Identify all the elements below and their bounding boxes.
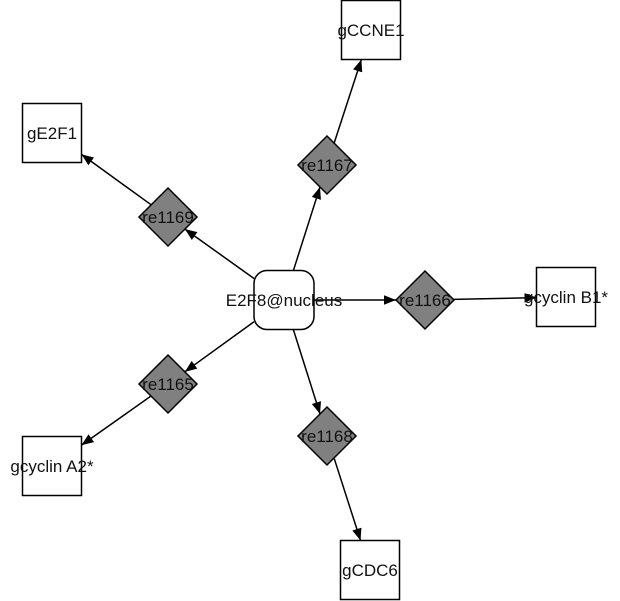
gene-box-shape <box>21 102 83 164</box>
edge-E2F8-to-re1169 <box>184 228 255 280</box>
node-label: gcyclin A2* <box>10 457 94 476</box>
edge-E2F8-to-re1167 <box>292 186 321 271</box>
node-label: re1166 <box>399 291 451 310</box>
edge-re1169-to-gE2F1 <box>81 153 152 206</box>
gene-box-shape <box>535 266 597 328</box>
node-label: gcyclin B1* <box>524 288 608 307</box>
gene-box-shape <box>340 0 402 61</box>
reaction-diamond-shape <box>137 353 199 415</box>
reaction-node-re1166[interactable]: re1166 <box>394 269 456 331</box>
edge-E2F8-to-re1165 <box>184 321 255 373</box>
gene-node-gCCNE1[interactable]: gCCNE1 <box>337 0 405 61</box>
reaction-diamond-shape <box>394 269 456 331</box>
node-label: re1168 <box>301 427 353 446</box>
gene-node-gcyclinB1[interactable]: gcyclin B1* <box>524 266 608 328</box>
node-label: gCCNE1 <box>337 21 404 40</box>
reaction-node-re1167[interactable]: re1167 <box>296 134 358 196</box>
reaction-node-re1169[interactable]: re1169 <box>137 186 199 248</box>
edge-re1166-to-gcyclinB1 <box>453 293 537 303</box>
nodes-layer: E2F8@nucleus re1169 re1167 re1166 re1165 re11… <box>10 0 608 601</box>
reaction-node-re1168[interactable]: re1168 <box>296 405 358 467</box>
reaction-diamond-shape <box>296 405 358 467</box>
node-label: re1167 <box>301 156 353 175</box>
node-label: E2F8@nucleus <box>226 291 343 310</box>
edge-E2F8-to-re1168 <box>292 329 321 415</box>
edge-re1167-to-gCCNE1 <box>333 59 363 144</box>
node-label: re1165 <box>142 375 194 394</box>
node-label: gCDC6 <box>342 561 398 580</box>
edges-layer <box>81 59 537 541</box>
gene-node-gcyclinA2[interactable]: gcyclin A2* <box>10 435 94 497</box>
edge-re1165-to-gcyclinA2 <box>81 395 152 446</box>
reaction-diamond-shape <box>137 186 199 248</box>
node-label: gE2F1 <box>27 124 77 143</box>
gene-box-shape <box>21 435 83 497</box>
reaction-node-re1165[interactable]: re1165 <box>137 353 199 415</box>
node-label: re1169 <box>142 208 194 227</box>
reaction-diamond-shape <box>296 134 358 196</box>
gene-box-shape <box>339 539 401 601</box>
edge-re1168-to-gCDC6 <box>333 457 362 541</box>
rounded-node-shape <box>253 269 315 331</box>
gene-node-gCDC6[interactable]: gCDC6 <box>339 539 401 601</box>
gene-node-gE2F1[interactable]: gE2F1 <box>21 102 83 164</box>
species-node-E2F8[interactable]: E2F8@nucleus <box>226 269 343 331</box>
